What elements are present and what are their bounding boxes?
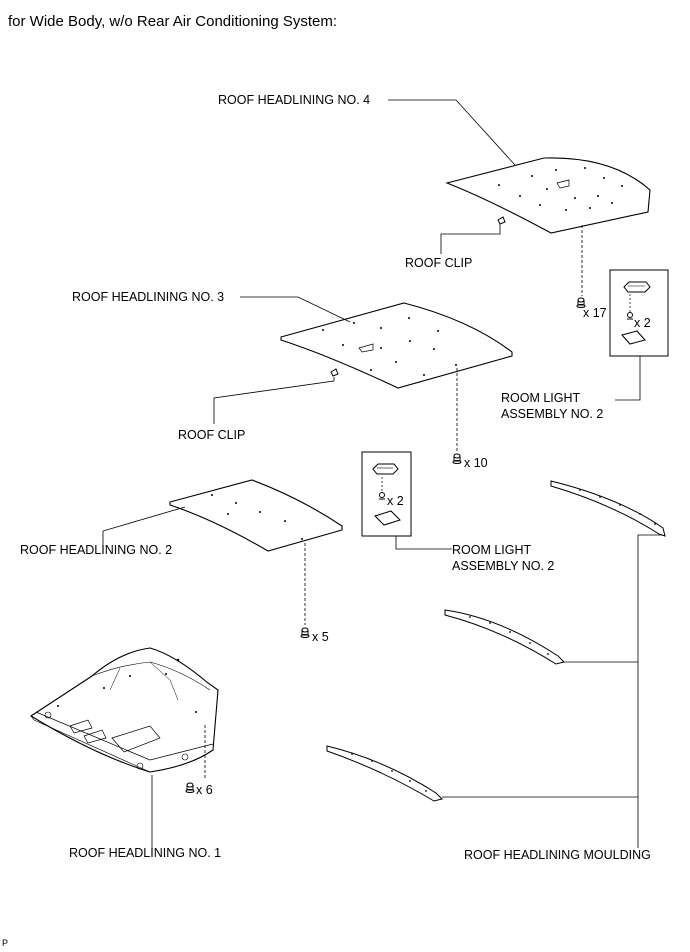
label-room-light-center-line1: ROOM LIGHT <box>452 543 532 557</box>
label-roof-headlining-no1: ROOF HEADLINING NO. 1 <box>69 846 222 860</box>
count-light-right-x2: x 2 <box>634 316 651 330</box>
label-roof-headlining-no4: ROOF HEADLINING NO. 4 <box>218 93 371 107</box>
clip-x5-icon <box>300 627 310 638</box>
corner-mark: P <box>2 938 9 948</box>
count-light-center-x2: x 2 <box>387 494 404 508</box>
moulding-lower <box>326 745 443 802</box>
clip-x10-icon <box>452 453 462 464</box>
roof-headlining-no3-panel <box>280 302 513 389</box>
moulding-middle <box>444 609 565 665</box>
count-x5: x 5 <box>312 630 329 644</box>
roof-headlining-no1-panel <box>29 647 219 773</box>
diagram-heading: for Wide Body, w/o Rear Air Conditioning… <box>8 13 338 30</box>
count-x6: x 6 <box>196 783 213 797</box>
room-light-center-icon <box>372 463 401 526</box>
roof-headlining-no2-panel <box>169 479 343 552</box>
label-roof-headlining-no3: ROOF HEADLINING NO. 3 <box>72 290 225 304</box>
clip-x6-icon <box>185 782 195 793</box>
label-roof-headlining-no2: ROOF HEADLINING NO. 2 <box>20 543 173 557</box>
label-room-light-right-line2: ASSEMBLY NO. 2 <box>501 407 604 421</box>
label-roof-clip-upper: ROOF CLIP <box>405 256 473 270</box>
label-room-light-center-line2: ASSEMBLY NO. 2 <box>452 559 555 573</box>
label-roof-headlining-moulding: ROOF HEADLINING MOULDING <box>464 848 651 862</box>
label-roof-clip-lower: ROOF CLIP <box>178 428 246 442</box>
label-room-light-right-line1: ROOM LIGHT <box>501 391 581 405</box>
moulding-upper <box>550 480 666 537</box>
room-light-right-icon <box>621 281 651 345</box>
roof-headlining-no4-panel <box>445 157 651 234</box>
count-x10: x 10 <box>464 456 488 470</box>
count-x17: x 17 <box>583 306 607 320</box>
clip-x17-icon <box>576 297 586 308</box>
